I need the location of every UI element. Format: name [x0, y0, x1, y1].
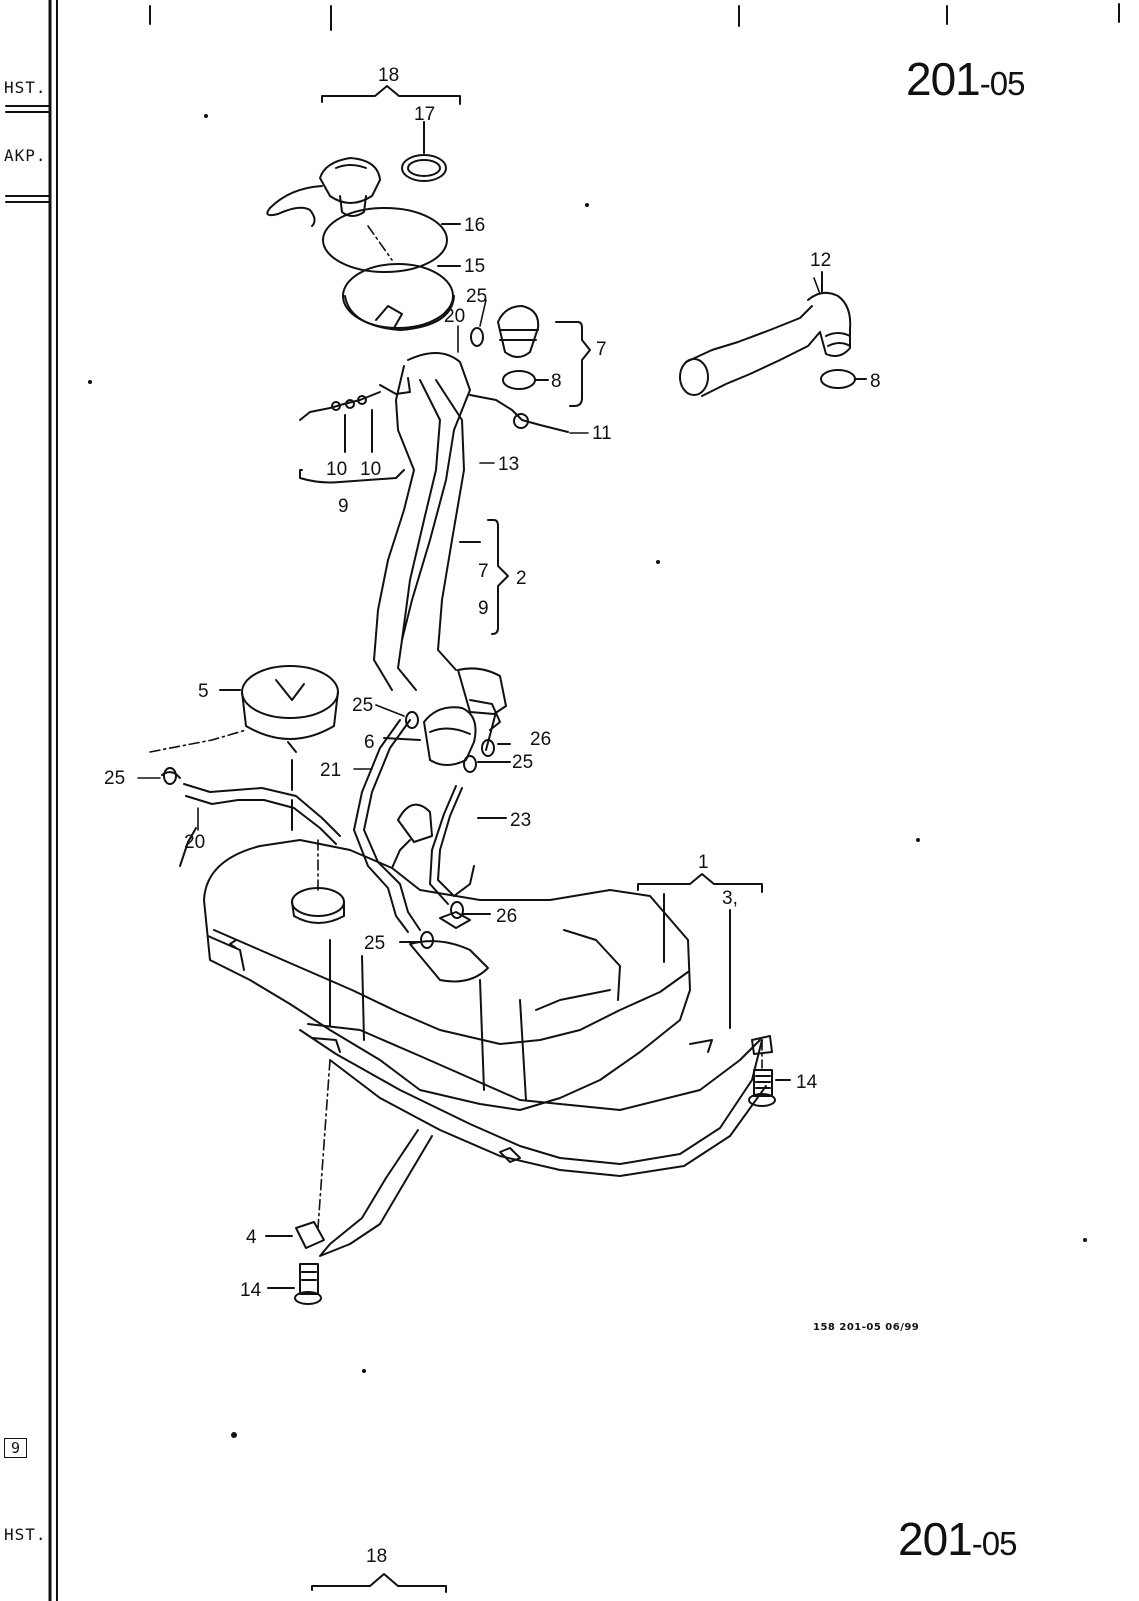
callout-11: 11	[592, 423, 612, 444]
bracket-1-3	[637, 873, 763, 1029]
callout-6: 6	[364, 732, 375, 753]
footer-reference: 158 201-05 06/99	[813, 1322, 920, 1333]
side-label-bottom: HST.	[4, 1525, 47, 1544]
callout-12: 12	[810, 250, 831, 271]
side-label-second: AKP.	[4, 146, 47, 165]
tank-shield-part	[299, 1023, 767, 1257]
callout-8-right: 8	[870, 371, 881, 392]
callout-25-right: 25	[512, 752, 533, 773]
callout-labels: 18 17 16 15 25 20 7 8 11 13 10 10 9 12 8…	[104, 65, 881, 1567]
callout-26-upper: 26	[530, 729, 551, 750]
callout-20-lower: 20	[184, 832, 205, 853]
page-code-top: 201-05	[906, 52, 1026, 106]
callout-20-upper: 20	[444, 306, 465, 327]
callout-25-mid: 25	[352, 695, 373, 716]
mounting-bolts	[265, 1035, 791, 1305]
page-code-bottom-main: 201	[898, 1513, 973, 1565]
fuel-lines	[161, 719, 507, 933]
bracket-9	[299, 409, 405, 484]
page-tab: 9	[4, 1438, 28, 1458]
page-code-bottom-sub: -05	[971, 1525, 1018, 1562]
callout-9-upper: 9	[338, 496, 349, 517]
page-code-top-main: 201	[906, 53, 981, 105]
sender-flange-part	[219, 665, 339, 831]
callout-25-upper: 25	[466, 286, 487, 307]
callout-4: 4	[246, 1227, 257, 1248]
callout-10-left: 10	[326, 459, 347, 480]
side-label-top: HST.	[4, 78, 47, 97]
callout-7-upper: 7	[596, 339, 607, 360]
callout-9-mid: 9	[478, 598, 489, 619]
callout-25-lower: 25	[364, 933, 385, 954]
callout-1: 1	[698, 852, 709, 873]
filler-neck-part	[299, 352, 569, 751]
page-code-bottom: 201-05	[898, 1512, 1018, 1566]
callout-25-left: 25	[104, 768, 125, 789]
vent-valve-assembly	[679, 271, 867, 397]
callout-18-bottom: 18	[366, 1546, 387, 1567]
gasket-and-cover-plate	[322, 207, 461, 331]
callout-7-mid: 7	[478, 561, 489, 582]
filler-cap-part	[266, 121, 447, 227]
bracket-18-bottom	[311, 1573, 447, 1593]
callout-26-lower: 26	[496, 906, 517, 927]
callout-16: 16	[464, 215, 485, 236]
callout-14-left: 14	[240, 1280, 262, 1301]
callout-17: 17	[414, 104, 435, 125]
callout-3: 3,	[722, 888, 738, 909]
bracket-7-2-9	[459, 519, 509, 635]
callout-15: 15	[464, 256, 485, 277]
callout-14-right: 14	[796, 1072, 818, 1093]
assembly-center-lines	[149, 225, 763, 1229]
breather-valve-part	[470, 305, 591, 407]
callout-13: 13	[498, 454, 519, 475]
callout-5: 5	[198, 681, 209, 702]
scan-specks	[88, 114, 1087, 1438]
page-frame-marks	[5, 0, 1120, 1601]
bracket-18	[321, 85, 461, 105]
callout-21: 21	[320, 760, 341, 781]
pump-module-part	[383, 699, 511, 773]
callout-leaders	[137, 277, 821, 831]
callout-23: 23	[510, 810, 531, 831]
callout-18: 18	[378, 65, 399, 86]
page-code-top-sub: -05	[979, 65, 1026, 102]
fuel-tank-part	[203, 803, 691, 1111]
callout-10-right: 10	[360, 459, 381, 480]
callout-2: 2	[516, 568, 527, 589]
callout-8-left: 8	[551, 371, 562, 392]
